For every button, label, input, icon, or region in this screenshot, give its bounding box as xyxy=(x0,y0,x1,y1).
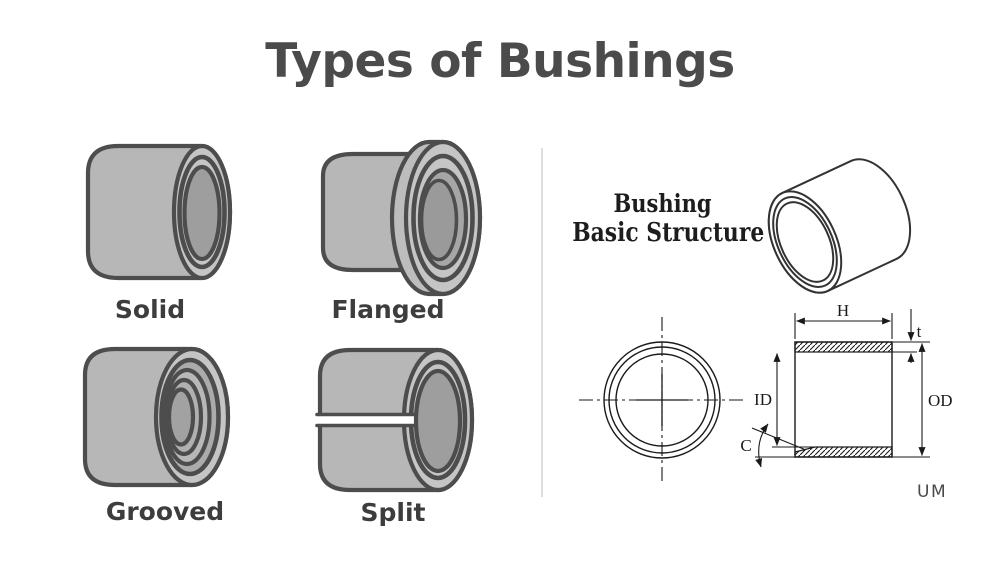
dimension-lines xyxy=(751,309,930,468)
h-dimension-label: H xyxy=(837,301,849,320)
grooved-bushing-figure xyxy=(68,340,243,495)
technical-drawing-figure: H t ID OD C UM xyxy=(555,300,1000,515)
section-view xyxy=(794,341,893,458)
split-bushing-figure xyxy=(308,342,488,497)
page-title: Types of Bushings xyxy=(265,34,735,89)
structure-heading: Bushing Basic Structure xyxy=(555,189,770,248)
structure-heading-line1: Bushing xyxy=(613,189,712,218)
split-label: Split xyxy=(360,498,426,527)
t-dimension-label: t xyxy=(917,322,922,341)
solid-bushing-figure xyxy=(70,133,245,293)
flanged-bushing-illustration xyxy=(320,139,483,297)
flanged-label: Flanged xyxy=(331,295,445,324)
solid-bushing-illustration xyxy=(85,143,233,281)
watermark-text: UM xyxy=(917,482,947,502)
center-cross xyxy=(636,374,688,426)
grooved-label: Grooved xyxy=(105,497,225,526)
od-dimension-label: OD xyxy=(928,391,953,410)
bushing-3d-figure xyxy=(742,128,932,300)
flanged-bushing-figure xyxy=(312,128,492,300)
solid-label: Solid xyxy=(114,295,186,324)
bushing-technical-drawing: H t ID OD C UM xyxy=(579,301,953,502)
split-bushing-illustration xyxy=(314,347,475,493)
panel-divider xyxy=(541,148,543,497)
bushing-3d-drawing xyxy=(767,158,912,294)
id-dimension-label: ID xyxy=(754,390,772,409)
structure-heading-line2: Basic Structure xyxy=(572,218,765,248)
grooved-bushing-illustration xyxy=(82,346,231,488)
c-dimension-label: C xyxy=(740,436,751,455)
